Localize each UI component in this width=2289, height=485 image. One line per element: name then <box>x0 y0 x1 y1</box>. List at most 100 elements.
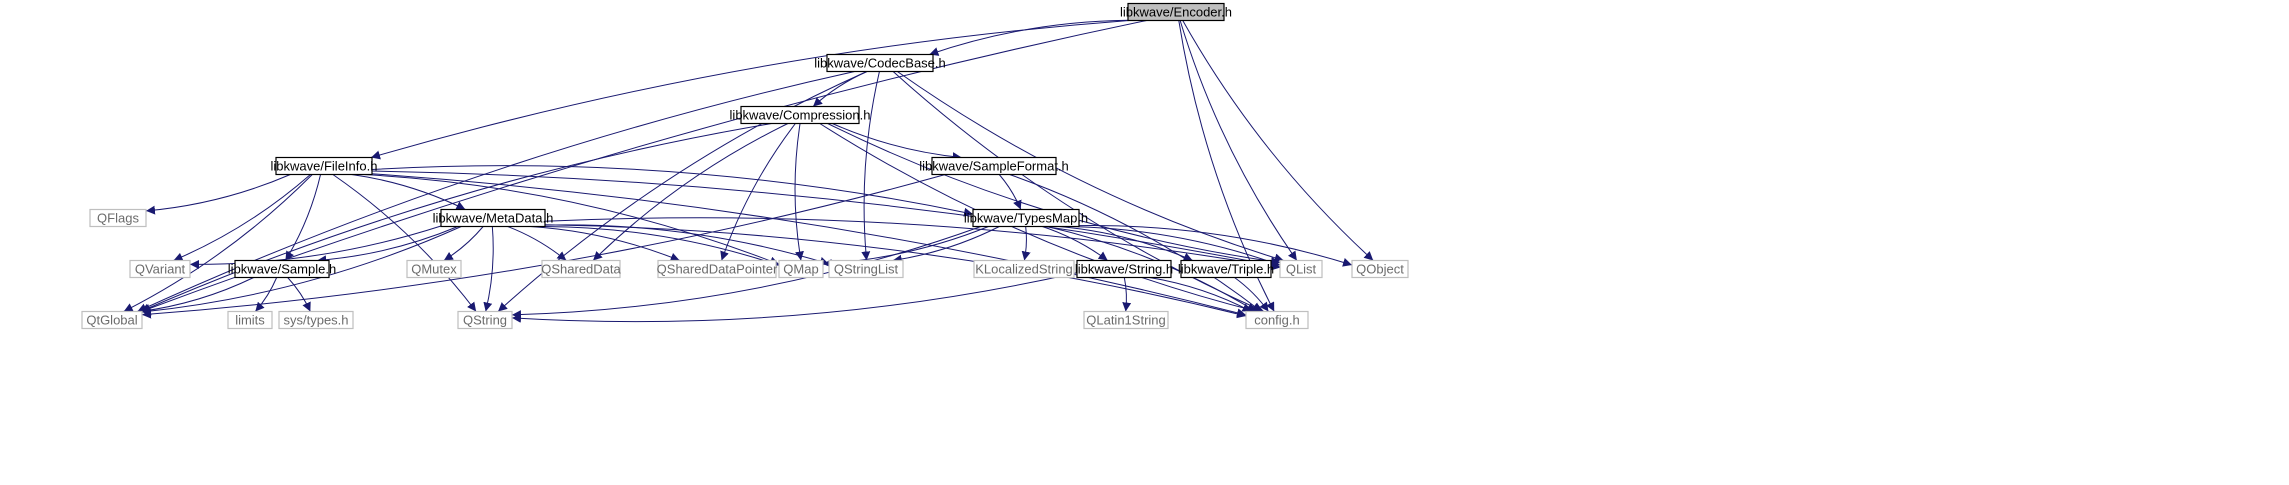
node-sampleformat-box <box>931 156 1057 176</box>
edge-triple-to-config <box>1234 277 1269 312</box>
edge-typesmap-to-qstring <box>511 226 982 320</box>
node-string-label: libkwave/String.h <box>1075 261 1173 276</box>
node-compression-box <box>740 105 860 125</box>
node-sampleformat-label: libkwave/SampleFormat.h <box>919 158 1069 173</box>
edge-typesmap-to-klocalizedstring <box>1021 226 1031 261</box>
edge-compression-to-qtglobal <box>140 123 772 313</box>
node-limits: limits <box>227 310 273 330</box>
node-typesmap-label: libkwave/TypesMap.h <box>964 210 1088 225</box>
edge-fileinfo-to-typesmap <box>371 165 974 217</box>
edge-compression-to-qshareddatapointer <box>720 123 796 261</box>
node-encoder-box <box>1127 2 1225 22</box>
node-qstringlist: QStringList <box>828 259 904 279</box>
node-qshareddata-box <box>541 259 621 279</box>
edge-metadata-to-qmutex <box>443 226 484 261</box>
edge-metadata-to-qlist <box>544 217 1281 271</box>
node-metadata-box <box>440 208 546 228</box>
nodes-layer: libkwave/Encoder.h libkwave/CodecBase.h li… <box>81 2 1409 330</box>
node-systypes: sys/types.h <box>278 310 354 330</box>
node-triple[interactable]: libkwave/Triple.h <box>1178 259 1274 279</box>
node-config-box <box>1245 310 1309 330</box>
node-triple-box <box>1180 259 1272 279</box>
edge-string-to-qstring <box>511 272 1078 323</box>
node-qmutex-box <box>406 259 462 279</box>
node-systypes-box <box>278 310 354 330</box>
node-sample[interactable]: libkwave/Sample.h <box>228 259 336 279</box>
node-sample-label: libkwave/Sample.h <box>228 261 336 276</box>
node-qmap: QMap <box>778 259 824 279</box>
node-fileinfo-box <box>275 156 373 176</box>
edge-typesmap-to-qobject <box>1078 225 1353 267</box>
node-fileinfo-label: libkwave/FileInfo.h <box>271 158 378 173</box>
node-config: config.h <box>1245 310 1309 330</box>
node-qflags-label: QFlags <box>97 210 139 225</box>
node-qvariant-box <box>129 259 191 279</box>
node-metadata[interactable]: libkwave/MetaData.h <box>433 208 554 228</box>
edge-sample-to-limits <box>254 277 278 312</box>
node-typesmap[interactable]: libkwave/TypesMap.h <box>964 208 1088 228</box>
edge-fileinfo-to-metadata <box>351 174 466 210</box>
edge-fileinfo-to-qlist <box>371 170 1281 270</box>
node-compression-label: libkwave/Compression.h <box>730 107 871 122</box>
edge-metadata-to-config <box>544 224 1247 319</box>
node-qlatin1string-box <box>1083 310 1169 330</box>
edge-metadata-to-qvariant <box>189 225 442 269</box>
node-qstring-box <box>457 310 513 330</box>
edge-compression-to-qlist <box>827 123 1281 266</box>
node-codecbase[interactable]: libkwave/CodecBase.h <box>814 53 946 73</box>
node-codecbase-box <box>826 53 934 73</box>
node-encoder-label: libkwave/Encoder.h <box>1120 4 1232 19</box>
edge-encoder-to-qlist <box>1179 20 1298 261</box>
node-limits-label: limits <box>235 312 265 327</box>
edge-sample-to-systypes <box>287 277 311 312</box>
node-qtglobal-label: QtGlobal <box>86 312 137 327</box>
edge-sampleformat-to-typesmap <box>998 174 1022 210</box>
node-qobject-label: QObject <box>1356 261 1404 276</box>
edge-metadata-to-qtglobal <box>141 226 462 316</box>
node-qlatin1string: QLatin1String <box>1083 310 1169 330</box>
node-klocalizedstring-label: KLocalizedString <box>975 261 1073 276</box>
node-qstringlist-box <box>828 259 904 279</box>
node-qlist-label: QList <box>1286 261 1317 276</box>
edge-sampleformat-to-config <box>1009 174 1262 312</box>
node-string-box <box>1076 259 1172 279</box>
node-codecbase-label: libkwave/CodecBase.h <box>814 55 946 70</box>
node-qvariant: QVariant <box>129 259 191 279</box>
node-klocalizedstring: KLocalizedString <box>973 259 1075 279</box>
node-sample-box <box>234 259 330 279</box>
node-systypes-label: sys/types.h <box>283 312 348 327</box>
edge-encoder-to-fileinfo <box>370 20 1130 160</box>
edge-typesmap-to-qstringlist <box>892 226 1000 264</box>
node-string[interactable]: libkwave/String.h <box>1075 259 1173 279</box>
node-qvariant-label: QVariant <box>135 261 186 276</box>
node-config-label: config.h <box>1254 312 1300 327</box>
node-triple-label: libkwave/Triple.h <box>1178 261 1274 276</box>
edge-encoder-to-qobject <box>1182 20 1374 261</box>
node-qshareddatapointer: QSharedDataPointer <box>657 259 778 279</box>
edge-compression-to-sampleformat <box>832 123 962 162</box>
edge-metadata-to-qshareddata <box>507 226 567 261</box>
node-qmutex-label: QMutex <box>411 261 457 276</box>
edge-typesmap-to-triple <box>1059 226 1193 262</box>
node-qshareddata: QSharedData <box>541 259 622 279</box>
edge-string-to-qlatin1string <box>1122 277 1132 312</box>
edge-metadata-to-qmap <box>544 226 780 267</box>
node-limits-box <box>227 310 273 330</box>
node-fileinfo[interactable]: libkwave/FileInfo.h <box>271 156 378 176</box>
edge-metadata-to-qstring <box>483 226 494 312</box>
edge-metadata-to-qstringlist <box>544 224 830 266</box>
node-compression[interactable]: libkwave/Compression.h <box>730 105 871 125</box>
edge-fileinfo-to-qflags <box>145 174 291 215</box>
node-qstring: QString <box>457 310 513 330</box>
edge-metadata-to-sample <box>317 226 459 265</box>
node-sampleformat[interactable]: libkwave/SampleFormat.h <box>919 156 1069 176</box>
node-qstring-label: QString <box>463 312 507 327</box>
node-encoder[interactable]: libkwave/Encoder.h <box>1120 2 1232 22</box>
node-qlist: QList <box>1279 259 1323 279</box>
node-qobject: QObject <box>1351 259 1409 279</box>
edge-fileinfo-to-qvariant <box>173 174 311 262</box>
edge-fileinfo-to-sample <box>285 174 322 261</box>
node-metadata-label: libkwave/MetaData.h <box>433 210 554 225</box>
node-qtglobal: QtGlobal <box>81 310 143 330</box>
